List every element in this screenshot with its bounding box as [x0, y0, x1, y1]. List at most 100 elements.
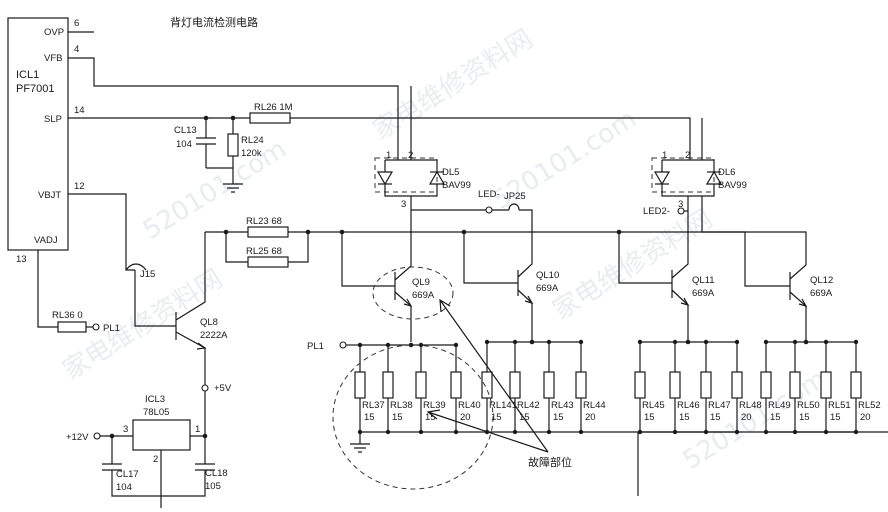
rl52-val: 20 — [860, 412, 871, 423]
rl48-val: 20 — [741, 412, 752, 423]
rl40-val: 20 — [460, 412, 471, 423]
watermark-text-1: 家电维修资料网 — [368, 24, 538, 146]
resistor-rl49 — [760, 371, 772, 399]
pin-vadj-num: 13 — [16, 254, 27, 265]
dl6-part: BAV99 — [718, 180, 747, 191]
net-plus5v: +5V — [214, 383, 232, 394]
dl6-pin2: 2 — [685, 150, 690, 161]
dl6-ref: DL6 — [718, 167, 735, 178]
cl18-ref: CL18 — [205, 468, 228, 479]
ql8-part: 2222A — [200, 330, 228, 341]
rl47-ref: RL47 — [708, 400, 731, 411]
resistor-rl52 — [850, 371, 862, 399]
transistor-ql9: QL9 669A — [341, 220, 435, 342]
icl3-pin-in: 3 — [123, 424, 128, 435]
watermark-text-2: 家电维修资料网 — [548, 204, 718, 326]
net-led2-minus: LED2- — [643, 206, 670, 217]
pin-slp-num: 14 — [74, 105, 85, 116]
ql12-part: 669A — [810, 288, 833, 299]
rl48-ref: RL48 — [739, 400, 762, 411]
ic-icl1-name: ICL1 — [16, 69, 39, 81]
dl5-pin3: 3 — [401, 199, 406, 210]
resistor-rl44 — [575, 371, 587, 399]
transistor-ql10: QL10 669A — [463, 232, 559, 342]
rl25-label: RL25 68 — [246, 246, 282, 257]
rl43-ref: RL43 — [551, 400, 574, 411]
ql10-part: 669A — [536, 283, 559, 294]
rl49-ref: RL49 — [768, 400, 791, 411]
rl38-ref: RL38 — [390, 400, 413, 411]
rl49-val: 15 — [770, 412, 781, 423]
ql10-ref: QL10 — [536, 270, 559, 281]
rl24-ref: RL24 — [241, 135, 264, 146]
resistor-rl141 — [481, 371, 493, 399]
rl38-val: 15 — [392, 412, 403, 423]
ql12-ref: QL12 — [810, 275, 833, 286]
rl40-ref: RL40 — [458, 400, 481, 411]
pin-ovp-num: 6 — [74, 18, 79, 29]
sense-resistor-bank: RL3715RL3815RL3915RL4020RL14115RL4215RL4… — [350, 339, 888, 453]
pin-slp-label: SLP — [44, 114, 62, 125]
diagram-title: 背灯电流检测电路 — [170, 15, 258, 29]
resistor-rl38 — [382, 371, 394, 399]
dl6-pin1: 1 — [662, 150, 667, 161]
icl3-name: ICL3 — [145, 394, 165, 405]
ic-icl1-body — [7, 17, 69, 251]
ic-icl1: ICL1 PF7001 OVP 6 VFB 4 SLP 14 VBJT 12 V… — [7, 17, 85, 265]
fault-circle-ql9 — [372, 266, 454, 320]
rl51-ref: RL51 — [828, 400, 851, 411]
jp25-label: JP25 — [504, 191, 526, 202]
net-led-minus: LED- — [478, 189, 500, 200]
net-pl1-left: PL1 — [103, 323, 120, 334]
net-plus12v: +12V — [66, 432, 89, 443]
rl43-val: 15 — [553, 412, 564, 423]
fault-circle-bank — [332, 344, 494, 490]
ql9-part: 669A — [412, 290, 435, 301]
resistor-rl48 — [731, 371, 743, 399]
rl46-val: 15 — [679, 412, 690, 423]
rl44-val: 20 — [585, 412, 596, 423]
cl17-val: 104 — [116, 482, 132, 493]
pin-vbjt-num: 12 — [74, 181, 85, 192]
cl13-ref: CL13 — [174, 125, 197, 136]
resistor-rl37 — [354, 371, 366, 399]
rl26-label: RL26 1M — [254, 102, 293, 113]
diode-pair-dl6: 1 2 3 DL6 BAV99 — [651, 150, 747, 222]
cl17-ref: CL17 — [116, 469, 139, 480]
rl45-val: 15 — [644, 412, 655, 423]
transistor-ql12: QL12 669A — [701, 196, 833, 342]
ic-icl1-part: PF7001 — [16, 83, 55, 95]
j15-label: J15 — [140, 269, 155, 280]
ground-symbol — [223, 183, 243, 193]
rl50-val: 15 — [799, 412, 810, 423]
pin-vfb-label: VFB — [44, 53, 62, 64]
resistor-rl39 — [415, 371, 427, 399]
transistor-ql11: QL11 669A — [618, 222, 715, 342]
rl46-ref: RL46 — [677, 400, 700, 411]
icl3-pin-out: 1 — [195, 424, 200, 435]
rl42-val: 15 — [519, 412, 530, 423]
resistor-rl50 — [789, 371, 801, 399]
dl6-pin3: 3 — [678, 199, 683, 210]
ql11-part: 669A — [692, 288, 715, 299]
pin-ovp-label: OVP — [44, 27, 64, 38]
resistor-rl51 — [820, 371, 832, 399]
rl23-label: RL23 68 — [246, 216, 282, 227]
pin-vbjt-label: VBJT — [38, 190, 61, 201]
resistor-rl25 — [247, 256, 289, 268]
resistor-rl26 — [249, 112, 291, 124]
rl52-ref: RL52 — [858, 400, 881, 411]
regulator-icl3 — [132, 419, 191, 451]
net-pl1: PL1 — [307, 341, 324, 352]
fault-location-label: 故障部位 — [528, 455, 572, 469]
ql9-ref: QL9 — [412, 277, 430, 288]
resistor-rl46 — [669, 371, 681, 399]
ql8-ref: QL8 — [200, 317, 218, 328]
resistor-rl45 — [634, 371, 646, 399]
rl39-ref: RL39 — [423, 400, 446, 411]
resistor-rl43 — [543, 371, 555, 399]
resistor-rl42 — [509, 371, 521, 399]
resistor-rl36 — [57, 321, 87, 333]
rl45-ref: RL45 — [642, 400, 665, 411]
